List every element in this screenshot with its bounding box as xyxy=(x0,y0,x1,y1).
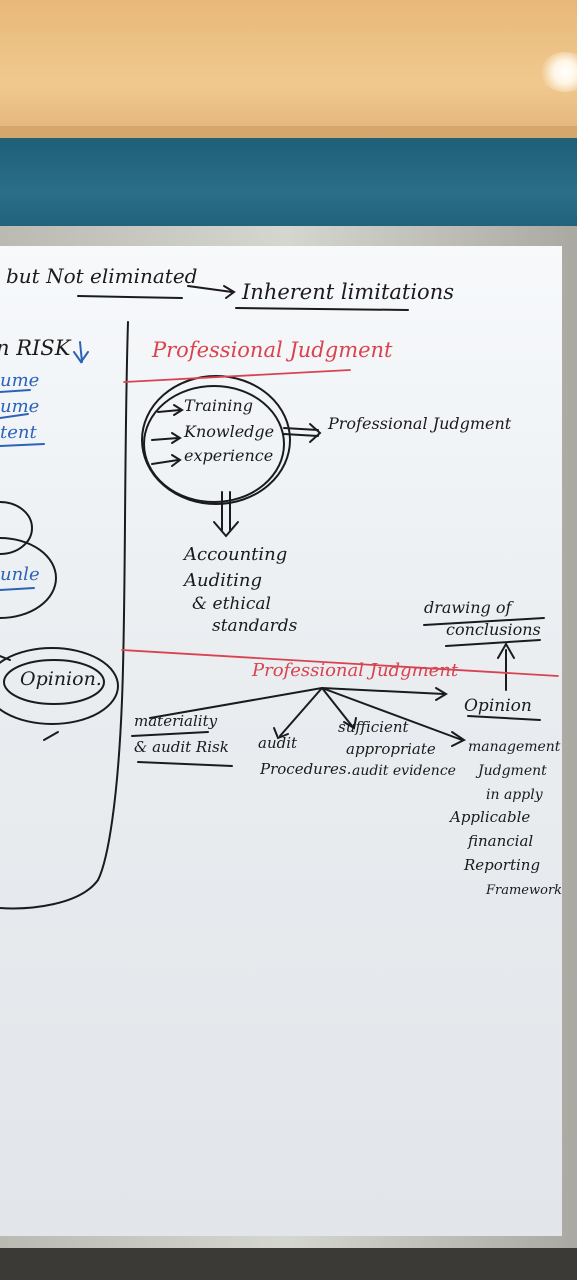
note-inherent-limitations: Inherent limitations xyxy=(242,280,454,304)
note-blue-1: ume xyxy=(0,370,40,391)
standards-line-4: standards xyxy=(212,616,298,636)
ceiling-wall xyxy=(0,0,577,140)
standards-line-2: Auditing xyxy=(184,570,262,591)
note-conclusions-1: drawing of xyxy=(424,598,512,617)
note-not-eliminated: but Not eliminated xyxy=(6,264,198,288)
branch-management-3: in apply xyxy=(486,787,543,803)
note-conclusions-2: conclusions xyxy=(446,620,541,639)
standards-line-1: Accounting xyxy=(184,544,288,565)
branch-materiality-2: & audit Risk xyxy=(134,738,229,756)
whiteboard-surface xyxy=(0,246,562,1236)
note-blue-2: ume xyxy=(0,396,40,417)
note-opinion-right: Opinion xyxy=(464,696,532,716)
floor-strip xyxy=(0,1248,577,1280)
branch-management-1: management xyxy=(468,739,561,755)
ceiling-light xyxy=(540,52,577,92)
branch-materiality-1: materiality xyxy=(134,712,218,730)
branch-management-6: Reporting xyxy=(464,856,541,874)
branch-evidence-1: sufficient xyxy=(338,718,409,736)
branch-management-2: Judgment xyxy=(478,763,547,779)
note-left-opinion: Opinion. xyxy=(20,668,102,690)
branch-procedures-2: Procedures. xyxy=(260,760,352,778)
note-risk: n RISK xyxy=(0,336,71,360)
circle-item-knowledge: Knowledge xyxy=(184,422,275,441)
branch-evidence-3: audit evidence xyxy=(352,763,456,779)
heading-professional-judgment-upper: Professional Judgment xyxy=(152,338,393,362)
standards-line-3: & ethical xyxy=(192,594,271,614)
branch-management-7: Framework xyxy=(486,883,563,898)
circle-item-training: Training xyxy=(184,396,253,415)
note-blue-cut: unle xyxy=(0,564,40,585)
circle-item-experience: experience xyxy=(184,446,274,465)
heading-professional-judgment-lower: Professional Judgment xyxy=(252,660,459,681)
branch-evidence-2: appropriate xyxy=(346,740,436,758)
branch-management-5: financial xyxy=(468,832,534,850)
branch-procedures-1: audit xyxy=(258,734,298,752)
note-professional-judgment-result: Professional Judgment xyxy=(328,414,512,433)
ceiling-trim xyxy=(0,126,577,140)
branch-management-4: Applicable xyxy=(450,808,531,826)
note-blue-3: tent xyxy=(0,422,37,443)
